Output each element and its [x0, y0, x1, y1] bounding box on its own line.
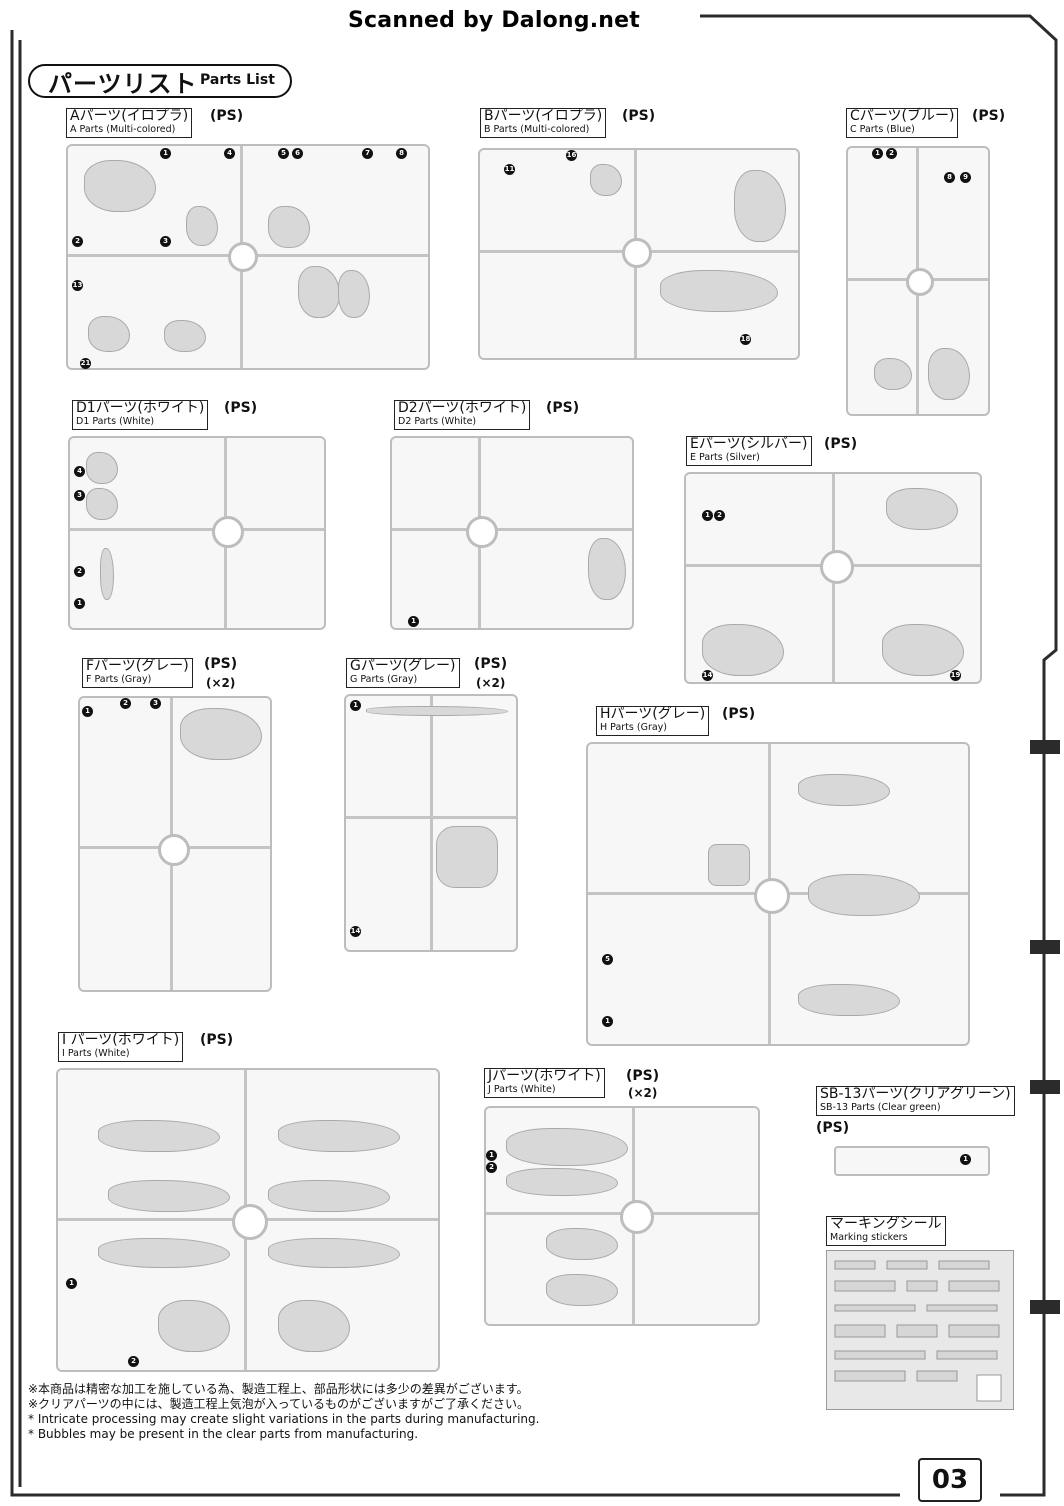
runner-j-name-en: J Parts (White): [488, 1084, 556, 1095]
runner-d1-name-en: D1 Parts (White): [76, 416, 155, 427]
note-jp-2: ※クリアパーツの中には、製造工程上気泡が入っているものがございますがご了承くださ…: [28, 1397, 529, 1411]
notes: ※本商品は精密な加工を施している為、製造工程上、部品形状には多少の差異がございま…: [28, 1382, 539, 1442]
note-jp-1: ※本商品は精密な加工を施している為、製造工程上、部品形状には多少の差異がございま…: [28, 1382, 529, 1396]
runner-d1-ps: (PS): [224, 400, 258, 416]
runner-b-name-jp: Bパーツ(イロプラ): [484, 108, 603, 124]
runner-a-name-en: A Parts (Multi-colored): [70, 124, 176, 135]
runner-j-count: (×2): [628, 1086, 658, 1100]
runner-b-name-en: B Parts (Multi-colored): [484, 124, 590, 135]
note-en-1: * Intricate processing may create slight…: [28, 1412, 540, 1426]
runner-g-name-jp: Gパーツ(グレー): [350, 658, 456, 674]
runner-c-label: Cパーツ(ブルー) C Parts (Blue): [846, 108, 959, 138]
runner-c-name-jp: Cパーツ(ブルー): [850, 108, 955, 124]
page-title-jp: パーツリスト: [48, 70, 198, 98]
runner-f-name-jp: Fパーツ(グレー): [86, 658, 189, 674]
stickers-label: マーキングシール Marking stickers: [826, 1216, 946, 1246]
runner-sb13-label: SB-13パーツ(クリアグリーン) SB-13 Parts (Clear gre…: [816, 1086, 1015, 1116]
runner-sb13: 1: [834, 1146, 990, 1176]
runner-sb13-ps: (PS): [816, 1120, 850, 1136]
runner-i-name-jp: I パーツ(ホワイト): [62, 1032, 180, 1048]
runner-e-name-jp: Eパーツ(シルバー): [690, 436, 808, 452]
marking-sticker-sheet: [826, 1250, 1014, 1410]
stickers-name-jp: マーキングシール: [830, 1216, 942, 1232]
runner-j-label: Jパーツ(ホワイト) J Parts (White): [484, 1068, 605, 1098]
runner-j: 1 2: [484, 1106, 760, 1326]
runner-a-ps: (PS): [210, 108, 244, 124]
runner-g-count: (×2): [476, 676, 506, 690]
runner-g-ps: (PS): [474, 656, 508, 672]
note-en-2: * Bubbles may be present in the clear pa…: [28, 1427, 419, 1441]
runner-d1-label: D1パーツ(ホワイト) D1 Parts (White): [72, 400, 209, 430]
runner-f-ps: (PS): [204, 656, 238, 672]
runner-h-ps: (PS): [722, 706, 756, 722]
runner-h-label: Hパーツ(グレー) H Parts (Gray): [596, 706, 710, 736]
runner-i-ps: (PS): [200, 1032, 234, 1048]
runner-a: 1 2 3 4 5 6 7 8 13 21: [66, 144, 430, 370]
runner-b-ps: (PS): [622, 108, 656, 124]
stickers-name-en: Marking stickers: [830, 1232, 908, 1243]
runner-d1: 4 3 2 1: [68, 436, 326, 630]
runner-sb13-name-jp: SB-13パーツ(クリアグリーン): [820, 1086, 1011, 1102]
runner-h: 5 1: [586, 742, 970, 1046]
runner-e-label: Eパーツ(シルバー) E Parts (Silver): [686, 436, 812, 466]
runner-d2-label: D2パーツ(ホワイト) D2 Parts (White): [394, 400, 531, 430]
runner-e-ps: (PS): [824, 436, 858, 452]
runner-j-ps: (PS): [626, 1068, 660, 1084]
runner-g-label: Gパーツ(グレー) G Parts (Gray): [346, 658, 460, 688]
runner-e-name-en: E Parts (Silver): [690, 452, 760, 463]
runner-d2: 1: [390, 436, 634, 630]
runner-sb13-name-en: SB-13 Parts (Clear green): [820, 1102, 941, 1113]
runner-d1-name-jp: D1パーツ(ホワイト): [76, 400, 205, 416]
runner-d2-name-en: D2 Parts (White): [398, 416, 477, 427]
page-title-en: Parts List: [200, 72, 275, 88]
runner-f-name-en: F Parts (Gray): [86, 674, 152, 685]
runner-b: 11 16 18: [478, 148, 800, 360]
runner-a-name-jp: Aパーツ(イロプラ): [70, 108, 189, 124]
runner-d2-name-jp: D2パーツ(ホワイト): [398, 400, 527, 416]
runner-a-label: Aパーツ(イロプラ) A Parts (Multi-colored): [66, 108, 193, 138]
scan-credit: Scanned by Dalong.net: [348, 8, 640, 33]
runner-b-label: Bパーツ(イロプラ) B Parts (Multi-colored): [480, 108, 607, 138]
runner-c: 1 2 8 9: [846, 146, 990, 416]
runner-f-label: Fパーツ(グレー) F Parts (Gray): [82, 658, 193, 688]
runner-c-ps: (PS): [972, 108, 1006, 124]
runner-i-label: I パーツ(ホワイト) I Parts (White): [58, 1032, 184, 1062]
title-pill: [28, 64, 292, 98]
runner-f: 1 2 3: [78, 696, 272, 992]
runner-c-name-en: C Parts (Blue): [850, 124, 915, 135]
runner-i-name-en: I Parts (White): [62, 1048, 130, 1059]
runner-g-name-en: G Parts (Gray): [350, 674, 418, 685]
page-number: 03: [918, 1458, 982, 1502]
runner-h-name-en: H Parts (Gray): [600, 722, 668, 733]
runner-g: 1 14: [344, 694, 518, 952]
runner-h-name-jp: Hパーツ(グレー): [600, 706, 706, 722]
runner-i: 1 2: [56, 1068, 440, 1372]
runner-f-count: (×2): [206, 676, 236, 690]
runner-e: 1 2 14 19: [684, 472, 982, 684]
runner-j-name-jp: Jパーツ(ホワイト): [488, 1068, 601, 1084]
runner-d2-ps: (PS): [546, 400, 580, 416]
